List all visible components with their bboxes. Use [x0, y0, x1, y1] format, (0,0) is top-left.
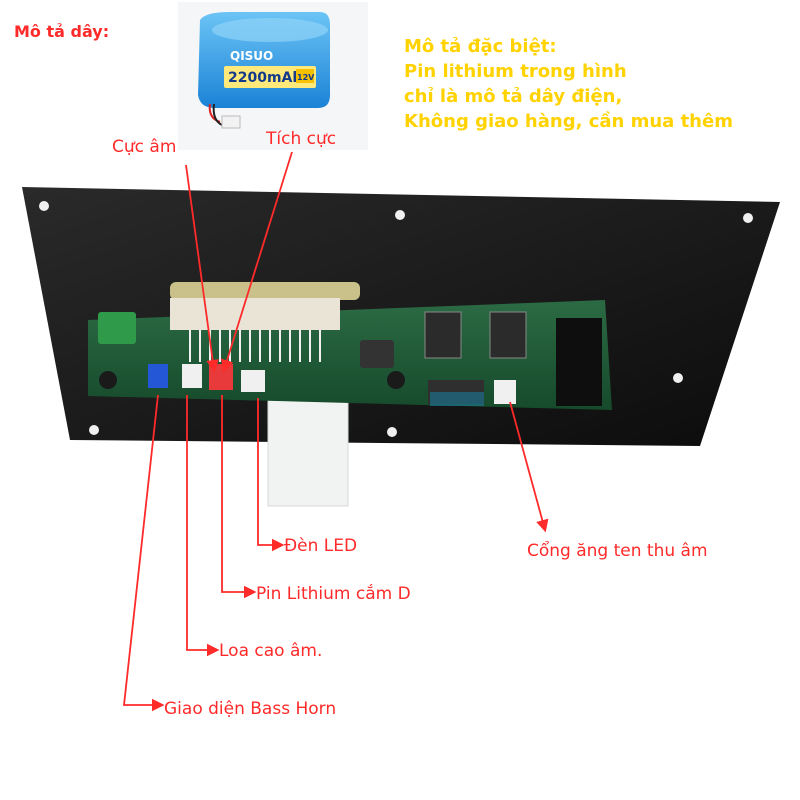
positive-label: Tích cực — [266, 129, 337, 149]
special-note: Mô tả đặc biệt: Pin lithium trong hình c… — [404, 34, 733, 134]
note-line-4: Không giao hàng, cần mua thêm — [404, 111, 733, 132]
wire-description-label: Mô tả dây: — [14, 22, 110, 41]
battery-capacity: 2200mAh — [228, 70, 302, 86]
battery-image: QISUO 2200mAh 12V — [178, 2, 368, 150]
lithium-plug-label: Pin Lithium cắm D — [256, 584, 411, 604]
bass-horn-label: Giao diện Bass Horn — [164, 699, 337, 719]
tweeter-label: Loa cao âm. — [219, 641, 323, 661]
led-label: Đèn LED — [284, 536, 358, 556]
note-line-2: Pin lithium trong hình — [404, 61, 627, 82]
battery-brand: QISUO — [230, 49, 273, 63]
note-line-3: chỉ là mô tả dây điện, — [404, 86, 623, 107]
battery-voltage: 12V — [297, 73, 315, 82]
annotation-arrows — [122, 151, 549, 712]
note-line-1: Mô tả đặc biệt: — [404, 36, 557, 57]
negative-label: Cực âm — [112, 137, 177, 157]
circuit-board — [88, 282, 612, 410]
antenna-label: Cổng ăng ten thu âm — [527, 541, 708, 561]
